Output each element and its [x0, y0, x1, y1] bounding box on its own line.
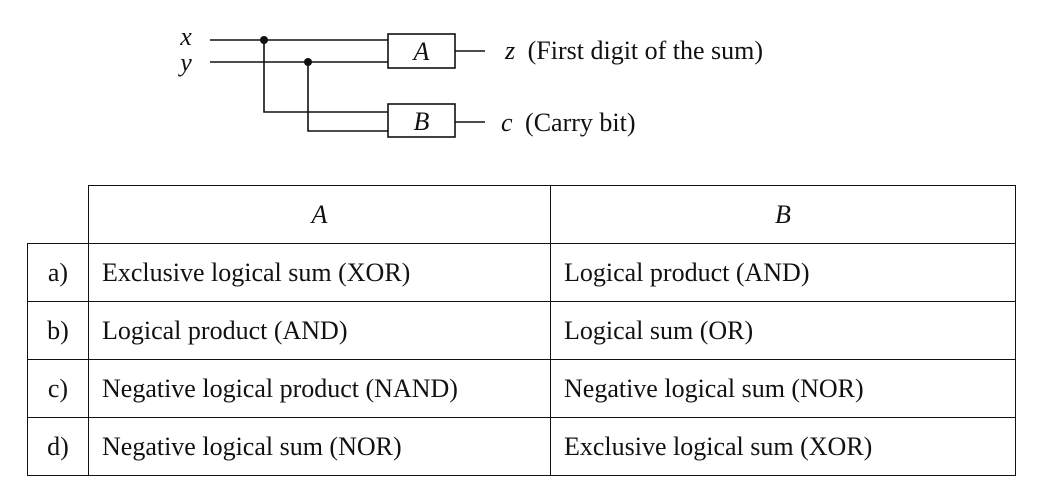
output-z-label: z (First digit of the sum)	[504, 36, 763, 65]
option-a-value: Logical product (AND)	[88, 301, 551, 360]
table-row: a) Exclusive logical sum (XOR) Logical p…	[27, 243, 1016, 302]
option-b-value: Logical product (AND)	[550, 243, 1016, 302]
wire-y-branch	[307, 62, 388, 132]
option-b-value: Exclusive logical sum (XOR)	[550, 417, 1016, 476]
option-a-value: Negative logical sum (NOR)	[88, 417, 551, 476]
gate-b	[387, 103, 456, 138]
table-row: b) Logical product (AND) Logical sum (OR…	[27, 301, 1016, 360]
half-adder-circuit: x y A B z (First digit of the sum) c (Ca…	[177, 22, 763, 138]
option-label: b)	[27, 301, 89, 360]
table-row: d) Negative logical sum (NOR) Exclusive …	[27, 417, 1016, 476]
option-label: d)	[27, 417, 89, 476]
header-a: A	[88, 185, 551, 244]
gate-b-label: B	[414, 107, 430, 136]
output-c-desc: (Carry bit)	[525, 108, 635, 137]
option-label: a)	[27, 243, 89, 302]
table-header-row: A B	[27, 185, 1016, 244]
table-row: c) Negative logical product (NAND) Negat…	[27, 359, 1016, 418]
gate-a-label: A	[412, 37, 430, 66]
output-c-var: c	[501, 108, 513, 137]
table-corner-cell	[27, 185, 89, 244]
option-b-value: Logical sum (OR)	[550, 301, 1016, 360]
output-z-desc: (First digit of the sum)	[528, 36, 763, 65]
option-label: c)	[27, 359, 89, 418]
option-a-value: Exclusive logical sum (XOR)	[88, 243, 551, 302]
junction-y	[304, 58, 312, 66]
option-b-value: Negative logical sum (NOR)	[550, 359, 1016, 418]
answer-options-table: A B a) Exclusive logical sum (XOR) Logic…	[27, 185, 1016, 476]
junction-x	[260, 36, 268, 44]
output-z-var: z	[504, 36, 515, 65]
output-c-label: c (Carry bit)	[501, 108, 636, 137]
wire-x-branch	[263, 40, 388, 113]
input-label-y: y	[177, 48, 192, 77]
input-label-x: x	[179, 22, 192, 51]
option-a-value: Negative logical product (NAND)	[88, 359, 551, 418]
header-b: B	[550, 185, 1016, 244]
